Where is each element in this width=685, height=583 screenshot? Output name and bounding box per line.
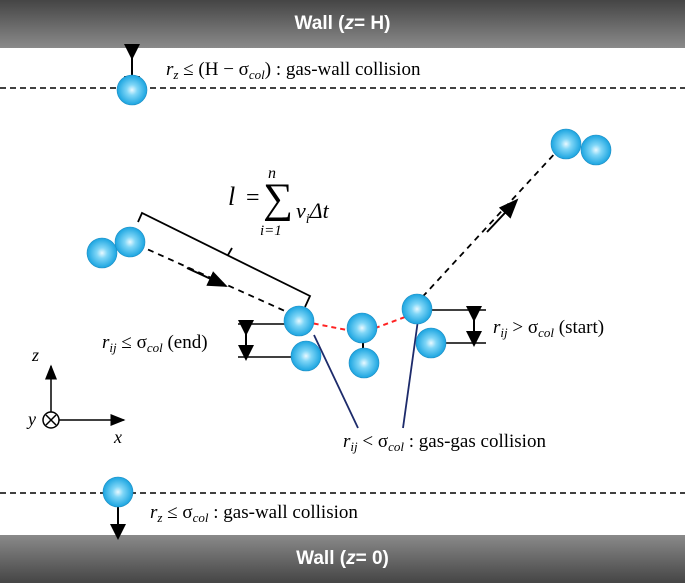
bottom-wall: Wall ( z = 0) <box>0 535 685 583</box>
top-wall-suffix: = H) <box>354 13 391 34</box>
outgoing-direction-arrow <box>486 198 519 233</box>
path-length-formula: l = n ∑ i=1 viΔt <box>228 166 338 246</box>
top-wall-collision-label: rz ≤ (H − σcol) : gas-wall collision <box>166 59 421 82</box>
path-length-bracket-tick <box>227 247 233 256</box>
y-axis-cross-b <box>45 414 57 426</box>
y-axis-label: y <box>28 409 36 429</box>
molecule-outgoing-back <box>580 134 612 166</box>
top-wall-prefix: Wall ( <box>294 13 345 34</box>
molecule-middle-lower <box>348 347 380 379</box>
molecule-incoming-back <box>86 237 118 269</box>
formula-sum-bottom: i=1 <box>260 223 282 239</box>
molecule-bottom-wall <box>102 476 134 508</box>
bottom-wall-prefix: Wall ( <box>296 548 347 569</box>
end-condition-label: rij ≤ σcol (end) <box>102 332 208 355</box>
molecule-start-upper <box>401 293 433 325</box>
molecule-middle-upper <box>346 312 378 344</box>
z-axis-label: z <box>32 345 40 365</box>
molecule-incoming-front <box>114 226 146 258</box>
x-axis-label: x <box>114 427 122 447</box>
top-wall-var: z <box>344 13 355 34</box>
molecules <box>86 74 612 508</box>
outgoing-trajectory <box>414 149 559 306</box>
molecule-top-wall <box>116 74 148 106</box>
bottom-wall-var: z <box>346 548 356 569</box>
molecule-start-lower <box>415 327 447 359</box>
formula-equals: = <box>246 185 260 211</box>
bottom-wall-collision-label: rz ≤ σcol : gas-wall collision <box>150 502 358 525</box>
molecule-outgoing-front <box>550 128 582 160</box>
collision-pointer-left <box>313 334 359 429</box>
start-condition-label: rij > σcol (start) <box>493 317 605 340</box>
formula-sum-top: n <box>268 165 276 182</box>
gas-gas-collision-label: rij < σcol : gas-gas collision <box>343 431 546 454</box>
formula-term: viΔt <box>296 198 329 227</box>
formula-sum-icon: ∑ <box>263 176 293 222</box>
incoming-direction-arrow <box>186 267 228 287</box>
molecule-end-lower <box>290 340 322 372</box>
molecule-end-upper <box>283 305 315 337</box>
formula-lhs: l <box>228 182 236 211</box>
collision-pointer-right <box>402 319 419 429</box>
path-length-bracket <box>137 211 312 308</box>
top-wall: Wall ( z = H) <box>0 0 685 48</box>
bottom-wall-suffix: = 0) <box>355 548 389 569</box>
incoming-trajectory <box>137 244 297 317</box>
